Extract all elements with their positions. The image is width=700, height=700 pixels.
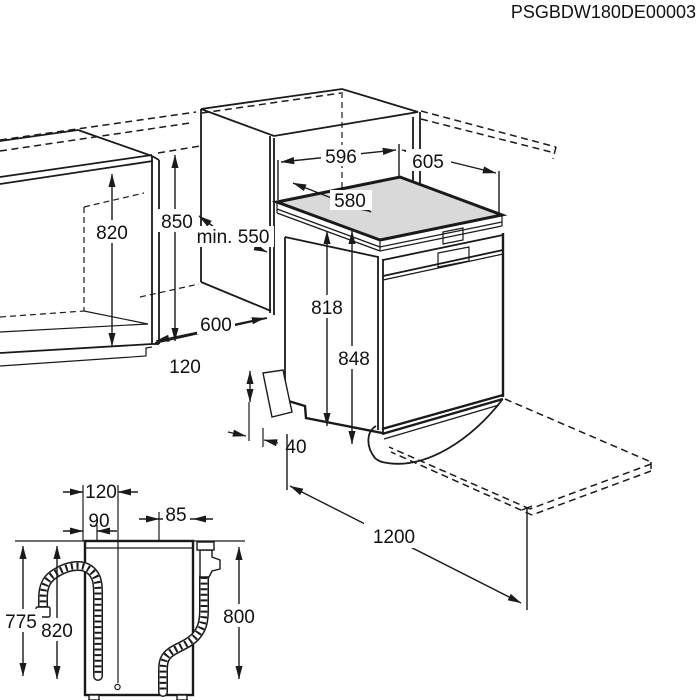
- dim-niche-width-600: 600: [155, 313, 266, 342]
- dim-label-inlet-height: 800: [223, 607, 255, 628]
- door-handle: [437, 246, 470, 268]
- dim-label-drain-offset: 90: [88, 511, 109, 532]
- dim-label-height-848: 848: [338, 349, 370, 370]
- dim-hose-loop-height-820: 820: [38, 545, 76, 680]
- dim-drain-height-775: 775: [2, 545, 42, 677]
- plinth-step: [262, 369, 293, 418]
- worktop-edge: [276, 202, 503, 252]
- dim-top-width-596: 596: [277, 144, 400, 200]
- countertop-dashed: [0, 92, 557, 188]
- dim-label-worktop-height: 850: [161, 212, 193, 233]
- dim-label-plinth-height: 120: [169, 357, 201, 378]
- dim-label-niche-depth: min. 550: [197, 227, 270, 248]
- dim-label-door-clearance: 1200: [373, 527, 415, 548]
- power-cord-outlet: [114, 683, 121, 691]
- dim-label-plinth-recess: 40: [285, 437, 306, 458]
- dim-height-818: 818: [306, 230, 349, 427]
- dim-height-848: 848: [333, 230, 376, 445]
- dim-drain-offset-90: 90: [63, 511, 117, 541]
- dim-label-total-depth: 605: [412, 152, 444, 173]
- control-panel: [442, 227, 464, 245]
- dim-plinth-height-120: 120: [169, 357, 254, 403]
- drawing-code: PSGBDW180DE00003: [511, 2, 696, 22]
- dim-inlet-height-800: 800: [218, 546, 260, 680]
- inlet-connector: [199, 549, 221, 578]
- dim-niche-depth-min550: min. 550: [194, 215, 274, 253]
- rear-view: 120 90 85 775 820 800: [2, 482, 260, 700]
- rear-foot-right: [176, 694, 188, 700]
- dishwasher-worktop: [271, 175, 508, 242]
- kick-plate: [367, 399, 503, 465]
- dim-label-hose-loop-height: 820: [41, 621, 73, 642]
- dim-cord-offset-120: 120: [63, 482, 138, 541]
- dim-worktop-depth-580: 580: [292, 182, 372, 213]
- dim-cabinet-height-820: 820: [94, 173, 131, 347]
- dim-label-inlet-offset: 85: [165, 505, 186, 526]
- dim-plinth-recess-40: 40: [227, 402, 307, 458]
- dim-label-cabinet-height: 820: [96, 223, 128, 244]
- inlet-connector-cap: [196, 541, 215, 551]
- dim-door-clearance-1200: 1200: [286, 434, 533, 610]
- left-cabinet: [0, 129, 160, 367]
- drain-hose: [35, 560, 103, 681]
- inlet-hose: [158, 541, 221, 697]
- dim-inlet-offset-85: 85: [139, 504, 213, 541]
- dim-worktop-height-850: 850: [158, 154, 194, 342]
- dim-label-top-width: 596: [325, 147, 357, 168]
- dim-label-drain-height: 775: [5, 612, 37, 633]
- rear-machine-body: [83, 539, 195, 697]
- dishwasher-body: [262, 227, 505, 465]
- dim-label-cord-offset: 120: [85, 482, 117, 503]
- dim-label-worktop-depth: 580: [334, 191, 366, 212]
- dim-label-height-818: 818: [311, 298, 343, 319]
- dim-label-niche-width: 600: [200, 315, 232, 336]
- dim-total-depth-605: 605: [401, 149, 500, 213]
- rear-foot-left: [88, 694, 100, 700]
- dishwasher: [262, 175, 508, 465]
